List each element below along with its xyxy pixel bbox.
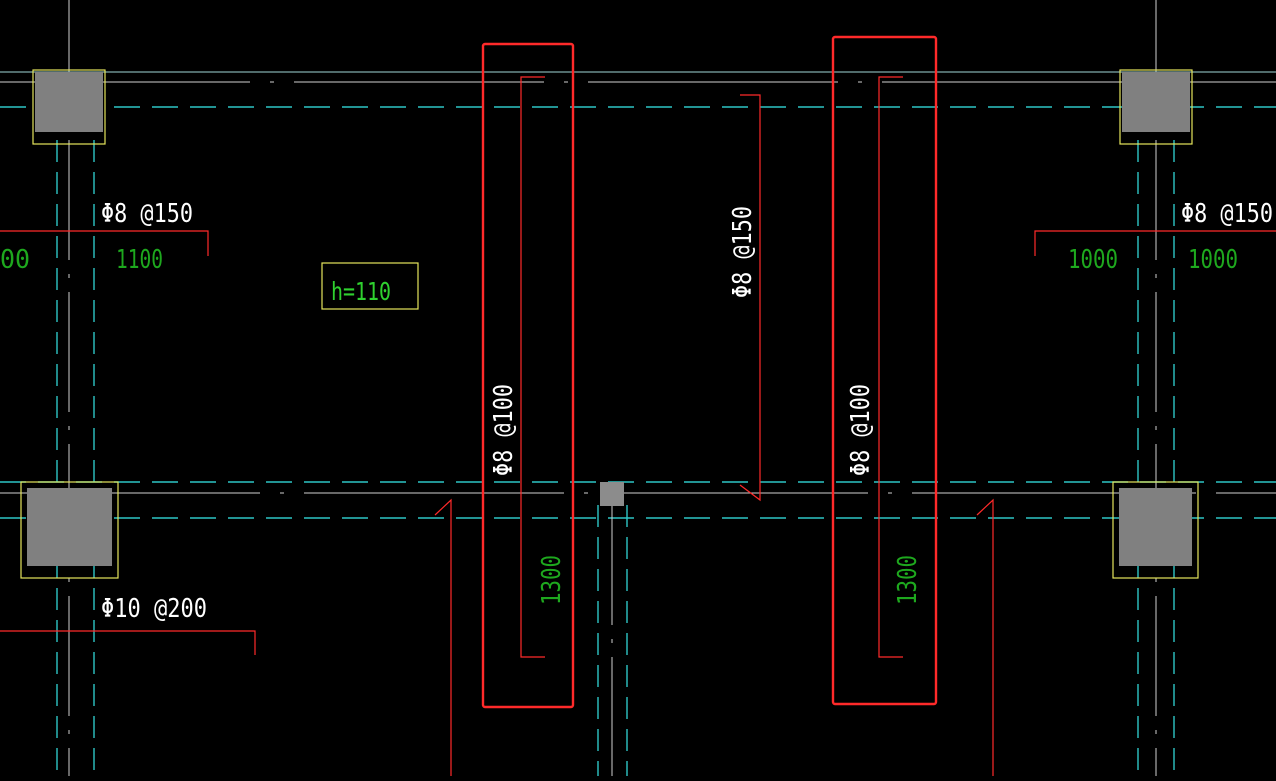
- dim-top-right-a: 1000: [1068, 245, 1118, 275]
- slab-thickness-text: h=110: [331, 277, 391, 306]
- dim-top-left: 1100: [116, 245, 163, 275]
- rebar-strip-left-inner: [520, 76, 545, 658]
- rebar-bottom-left: [0, 630, 256, 655]
- rebar-strips: [481, 35, 938, 709]
- grid-axes: [68, 0, 1157, 98]
- column-mid-left[interactable]: [20, 481, 119, 579]
- rebar-label-strip-left: Φ8 @100: [489, 384, 519, 476]
- column-mid-right[interactable]: [1112, 481, 1199, 579]
- dim-top-left-partial: 00: [0, 245, 30, 275]
- rebar-label-strip-right: Φ8 @100: [846, 384, 876, 476]
- vertical-beam-lines: [56, 140, 1175, 776]
- dim-top-right-b: 1000: [1188, 245, 1238, 275]
- dim-strip-right: 1300: [893, 555, 923, 605]
- columns: [20, 69, 1199, 579]
- column-center-small[interactable]: [600, 482, 624, 506]
- rebar-strip-right[interactable]: [831, 35, 938, 706]
- rebar-mid-vertical: [739, 94, 761, 502]
- rebar-label-mid-vertical: Φ8 @150: [728, 206, 758, 298]
- rebar-top-left: [0, 230, 209, 256]
- column-top-right[interactable]: [1119, 69, 1193, 145]
- rebar-label-bottom-left: Φ10 @200: [101, 594, 207, 624]
- rebar-label-top-left: Φ8 @150: [101, 199, 193, 229]
- rebar-lower-right: [976, 498, 994, 776]
- rebar-annotations: Φ8 @150 Φ8 @150 Φ10 @200 Φ8 @150 Φ8 @100…: [101, 199, 1273, 624]
- rebar-strip-left[interactable]: [481, 42, 575, 709]
- slab-thickness-box: [321, 262, 419, 310]
- dimension-annotations: 00 1100 1000 1000 1300 1300: [0, 245, 1238, 605]
- column-top-left[interactable]: [32, 69, 106, 145]
- rebar-label-top-right: Φ8 @150: [1181, 199, 1273, 229]
- rebar-lines-thin: [0, 76, 1276, 776]
- vertical-centerlines: [68, 140, 1157, 776]
- horizontal-axis-lines: [0, 71, 1276, 519]
- dim-strip-left: 1300: [537, 555, 567, 605]
- slab-thickness-tag[interactable]: h=110: [321, 262, 419, 310]
- rebar-strip-right-inner: [878, 76, 903, 658]
- rebar-lower-left: [434, 498, 452, 776]
- rebar-top-right: [1034, 230, 1276, 256]
